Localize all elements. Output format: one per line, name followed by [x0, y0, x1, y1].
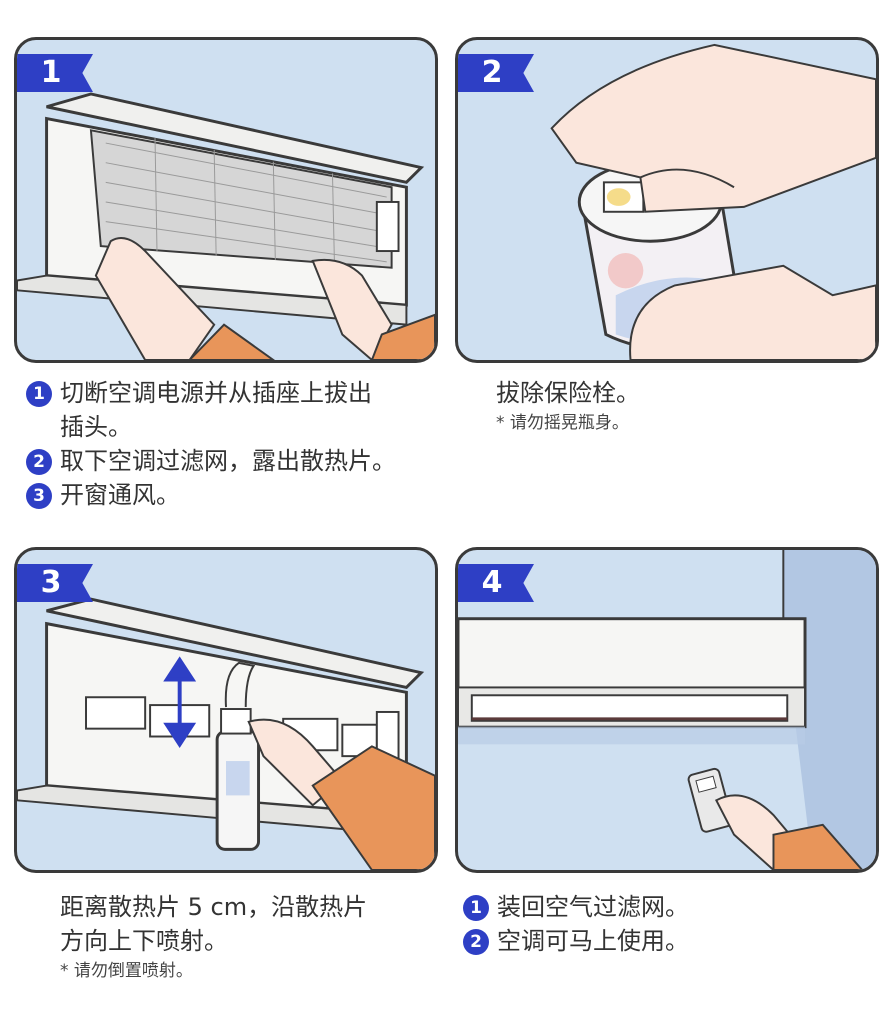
caption-note: * 请勿倒置喷射。 — [60, 961, 193, 981]
step-3-panel: 3 — [14, 547, 438, 873]
step-1-illustration — [17, 92, 435, 360]
bullet-number: 1 — [26, 381, 52, 407]
caption-line: 插头。 — [60, 413, 132, 441]
caption-note: * 请勿摇晃瓶身。 — [496, 413, 629, 433]
step-2-caption: 拔除保险栓。 * 请勿摇晃瓶身。 — [496, 376, 640, 436]
step-4-badge: 4 — [458, 564, 534, 602]
caption-line: 方向上下喷射。 — [60, 927, 228, 955]
step-4-panel: 4 — [455, 547, 879, 873]
caption-line: 拔除保险栓。 — [496, 379, 640, 407]
step-4-illustration — [458, 550, 876, 870]
step-1-panel: 1 — [14, 37, 438, 363]
step-3-badge: 3 — [17, 564, 93, 602]
step-2-badge: 2 — [458, 54, 534, 92]
bullet-number: 1 — [463, 895, 489, 921]
caption-line: 距离散热片 5 cm，沿散热片 — [60, 893, 368, 921]
bullet-number: 2 — [26, 449, 52, 475]
step-3-caption: 距离散热片 5 cm，沿散热片 方向上下喷射。 * 请勿倒置喷射。 — [60, 890, 367, 984]
step-1-badge: 1 — [17, 54, 93, 92]
step-2-panel: 2 — [455, 37, 879, 363]
bullet-number: 3 — [26, 483, 52, 509]
bullet-number: 2 — [463, 929, 489, 955]
step-3-illustration — [17, 597, 435, 870]
step-2-illustration — [550, 43, 876, 360]
